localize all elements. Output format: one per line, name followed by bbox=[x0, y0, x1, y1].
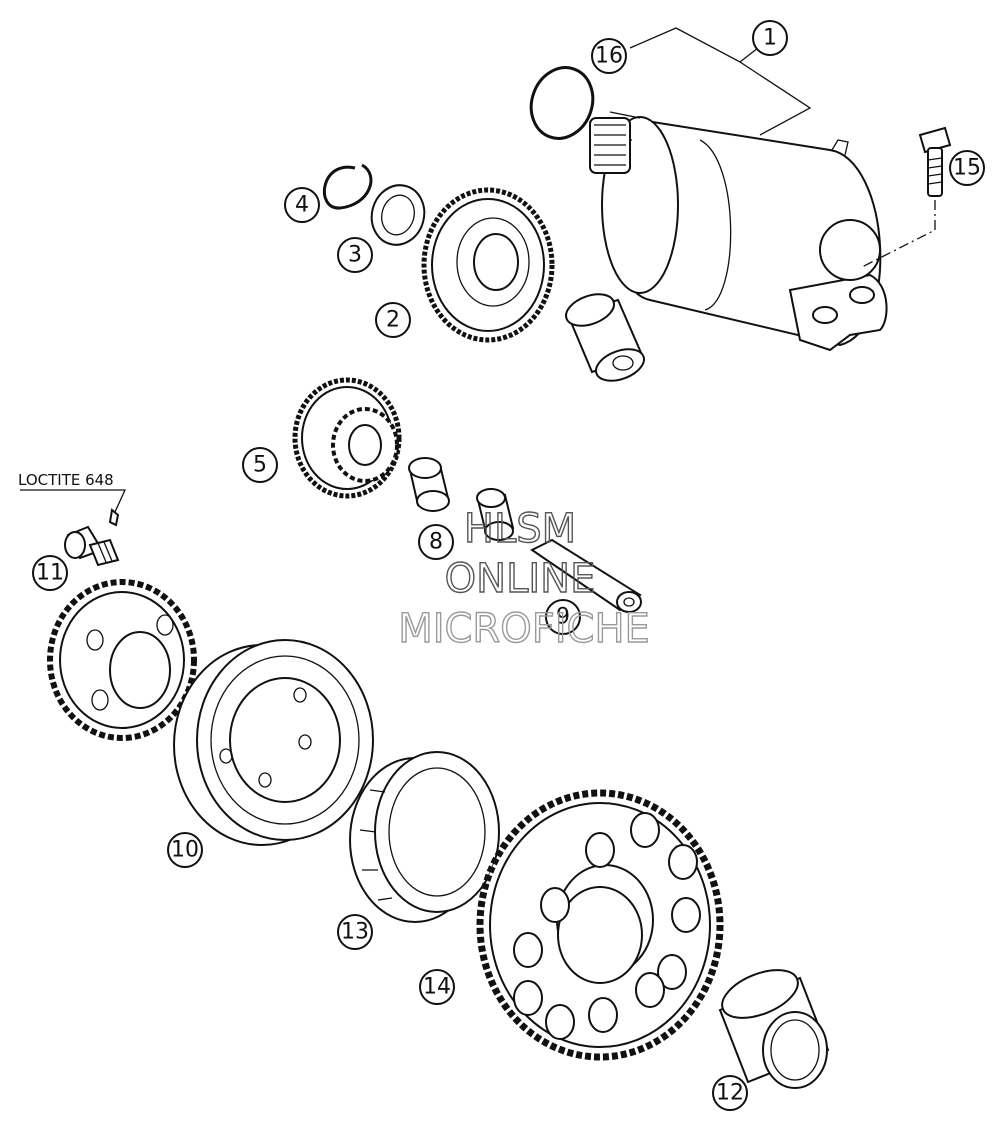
svg-text:14: 14 bbox=[423, 975, 451, 1000]
callout-13: 13 bbox=[337, 914, 373, 950]
callout-10: 10 bbox=[167, 832, 203, 868]
svg-text:13: 13 bbox=[341, 920, 369, 945]
callout-3: 3 bbox=[337, 237, 373, 273]
svg-text:16: 16 bbox=[595, 44, 623, 69]
svg-text:12: 12 bbox=[716, 1081, 744, 1106]
starter-motor bbox=[589, 111, 888, 352]
needle-bearing-2 bbox=[476, 488, 515, 541]
callout-9: 9 bbox=[545, 599, 581, 635]
idler-gear-large bbox=[421, 187, 555, 343]
svg-text:10: 10 bbox=[171, 838, 199, 863]
callout-2: 2 bbox=[375, 302, 411, 338]
callout-1: 1 bbox=[752, 20, 788, 56]
spur-gear-left bbox=[47, 579, 197, 741]
freewheel-sprag bbox=[349, 751, 500, 923]
svg-text:MICROFICHE: MICROFICHE bbox=[398, 606, 650, 652]
screw bbox=[859, 126, 952, 269]
callout-12: 12 bbox=[712, 1075, 748, 1111]
washer bbox=[370, 184, 426, 246]
svg-text:1: 1 bbox=[763, 26, 777, 51]
svg-text:4: 4 bbox=[295, 193, 309, 218]
freewheel-housing bbox=[173, 639, 374, 846]
shaft bbox=[530, 538, 642, 613]
double-gear bbox=[292, 377, 402, 499]
callout-5: 5 bbox=[242, 447, 278, 483]
svg-text:15: 15 bbox=[953, 156, 981, 181]
o-ring bbox=[529, 66, 595, 140]
starter-gear bbox=[476, 789, 724, 1061]
leader-lines bbox=[629, 27, 812, 136]
svg-text:ONLINE: ONLINE bbox=[445, 556, 596, 602]
svg-text:2: 2 bbox=[386, 308, 400, 333]
callout-15: 15 bbox=[949, 150, 985, 186]
svg-text:8: 8 bbox=[429, 530, 443, 555]
socket-screw bbox=[20, 489, 127, 567]
needle-bearing-1 bbox=[408, 457, 450, 512]
callout-14: 14 bbox=[419, 969, 455, 1005]
svg-text:5: 5 bbox=[253, 453, 267, 478]
svg-text:11: 11 bbox=[36, 561, 64, 586]
callout-4: 4 bbox=[284, 187, 320, 223]
svg-text:3: 3 bbox=[348, 243, 362, 268]
sleeve bbox=[565, 293, 645, 382]
svg-text:HLSM: HLSM bbox=[464, 506, 576, 552]
loctite-note: LOCTITE 648 bbox=[18, 471, 114, 489]
callout-8: 8 bbox=[418, 524, 454, 560]
callout-11: 11 bbox=[32, 555, 68, 591]
circlip bbox=[323, 163, 373, 210]
callout-16: 16 bbox=[591, 38, 627, 74]
svg-text:9: 9 bbox=[556, 605, 570, 630]
needle-bearing-large bbox=[718, 969, 830, 1089]
watermark: HLSM ONLINE MICROFICHE bbox=[397, 505, 650, 652]
